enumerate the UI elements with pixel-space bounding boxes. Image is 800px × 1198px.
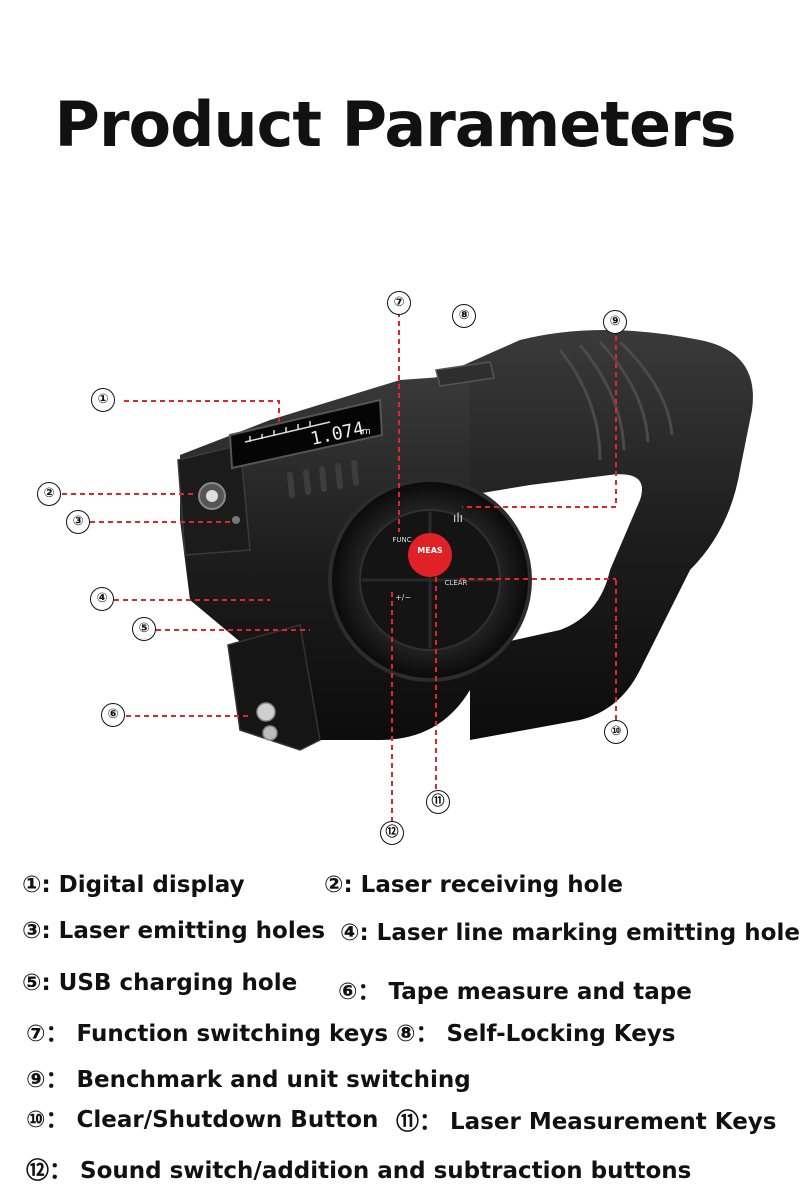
callout-6: ⑥ [101,703,125,727]
legend-item: ⑥： Tape measure and tape [338,979,692,1005]
display-unit: m [362,427,371,437]
legend-row-5: ⑨： Benchmark and unit switching [26,1060,471,1094]
legend-item: ③: Laser emitting holes [22,918,326,944]
callout-1: ① [91,388,115,412]
callout-3: ③ [66,510,90,534]
legend-row-4b: ⑧： Self-Locking Keys [396,1014,676,1048]
legend-row-2: ③: Laser emitting holes [22,918,325,944]
callout-11: ⑪ [426,790,450,814]
legend-item: ②: Laser receiving hole [324,872,623,898]
self-locking-key [435,361,495,387]
legend-row-1b: ②: Laser receiving hole [324,872,623,898]
legend-item: ⑧： Self-Locking Keys [396,1021,676,1047]
legend-row-3b: ⑥： Tape measure and tape [338,972,692,1006]
sound-button-label: +/− [395,593,411,602]
page-title: Product Parameters [54,88,737,161]
callout-7: ⑦ [387,291,411,315]
legend-row-1: ①: Digital display [22,872,245,898]
legend-item: ⑨： Benchmark and unit switching [26,1067,471,1093]
callout-5: ⑤ [132,617,156,641]
meas-button[interactable] [408,533,452,577]
legend-item: ⑩： Clear/Shutdown Button [26,1107,379,1133]
callout-2: ② [37,482,61,506]
legend-item: ⑦： Function switching keys [26,1021,389,1047]
product-diagram: 1.074 m MEAS FUNC CLEAR +/− [0,270,790,860]
legend-row-4: ⑦： Function switching keys [26,1014,388,1048]
digital-display [228,398,384,470]
legend-item: ⑤: USB charging hole [22,970,298,996]
legend-item: ④: Laser line marking emitting hole [340,920,800,946]
meas-button-label: MEAS [417,546,443,555]
legend-row-2b: ④: Laser line marking emitting hole [340,920,800,946]
callout-lines [62,312,617,822]
callout-10: ⑩ [604,720,628,744]
clear-button-label: CLEAR [445,579,468,587]
device-illustration: 1.074 m MEAS FUNC CLEAR +/− [62,312,753,822]
legend-row-7: ⑫： Sound switch/addition and subtraction… [26,1151,691,1185]
laser-emitting-hole [232,516,240,524]
func-button-label: FUNC [392,536,411,544]
legend-row-6: ⑩： Clear/Shutdown Button [26,1100,378,1134]
callout-12: ⑫ [380,821,404,845]
unit-button-icon: ılı [453,511,463,525]
legend-item: ①: Digital display [22,872,245,898]
legend-item: ⑪： Laser Measurement Keys [396,1109,777,1135]
callout-4: ④ [90,587,114,611]
callout-9: ⑨ [603,310,627,334]
callout-8: ⑧ [452,304,476,328]
legend-row-6b: ⑪： Laser Measurement Keys [396,1102,776,1136]
legend-item: ⑫： Sound switch/addition and subtraction… [26,1158,692,1184]
legend-row-3: ⑤: USB charging hole [22,970,297,996]
